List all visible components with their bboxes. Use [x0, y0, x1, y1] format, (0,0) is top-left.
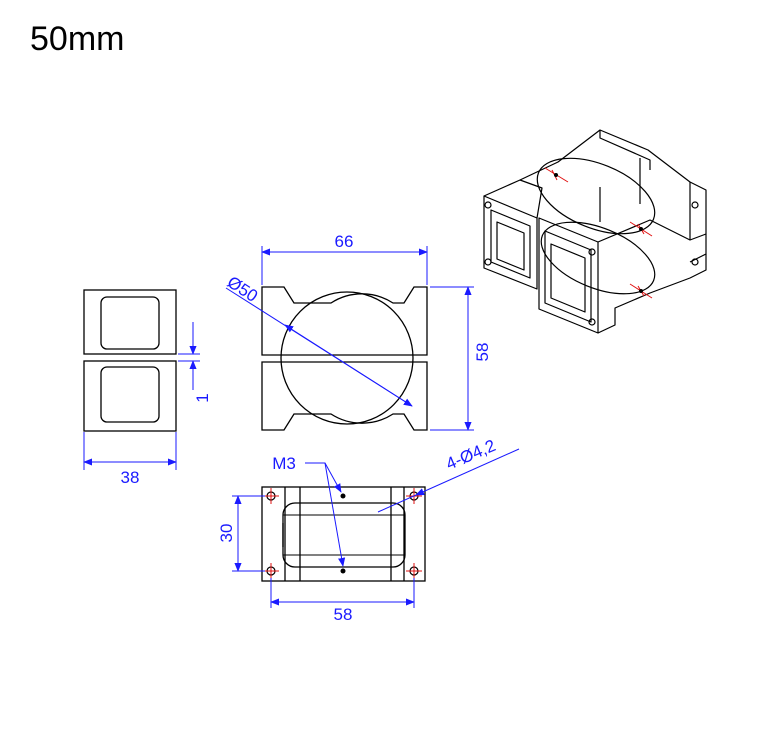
iso-left-face [483, 195, 538, 290]
hole-label: 4-Ø4,2 [443, 436, 498, 474]
front-view-lower-half [261, 361, 428, 431]
front-view-dimensions [225, 246, 474, 431]
thread-label: M3 [272, 454, 296, 473]
isometric-view [483, 129, 707, 334]
bottom-spacing-x-label: 58 [334, 605, 353, 624]
front-width-label: 66 [335, 232, 354, 251]
side-view-upper-window [100, 296, 160, 350]
front-height-label: 58 [473, 343, 492, 362]
side-view-dimensions [83, 322, 200, 470]
front-view [261, 286, 428, 431]
side-view-lower-block [83, 360, 177, 432]
bottom-view [261, 486, 426, 582]
iso-thread-holes [554, 173, 643, 293]
front-view-upper-half [261, 286, 428, 356]
bottom-view-slot [282, 502, 406, 568]
side-view [83, 289, 177, 432]
bottom-view-holes [263, 488, 422, 579]
page-title: 50mm [30, 20, 125, 58]
side-view-lower-window [100, 366, 160, 423]
side-width-label: 38 [121, 468, 140, 487]
iso-right-face [538, 217, 599, 334]
bottom-view-outline [261, 486, 426, 582]
front-diameter-label: Ø50 [224, 272, 261, 305]
side-view-upper-block [83, 289, 177, 355]
bottom-spacing-y-label: 30 [217, 524, 236, 543]
thread-holes [340, 493, 346, 574]
side-gap-label: 1 [193, 393, 212, 402]
front-view-bore [280, 291, 414, 425]
bottom-view-dimensions [232, 448, 520, 608]
